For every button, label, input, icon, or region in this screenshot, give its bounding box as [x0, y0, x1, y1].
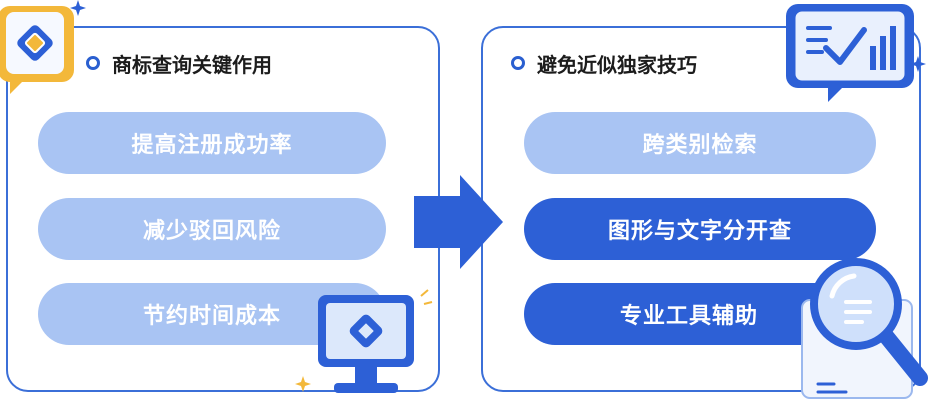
magnifier-document-icon [801, 258, 928, 399]
arrow-right-icon [414, 175, 503, 269]
chart-check-icon [786, 4, 926, 102]
right-item-separate-search: 图形与文字分开查 [524, 198, 876, 260]
left-item-success-rate: 提高注册成功率 [38, 112, 386, 174]
left-panel-title: 商标查询关键作用 [112, 52, 272, 77]
monitor-logo-icon [295, 289, 433, 393]
right-item-pro-tools: 专业工具辅助 [524, 283, 854, 345]
bullet-dot-icon [511, 56, 525, 70]
left-item-reduce-rejection: 减少驳回风险 [38, 198, 386, 260]
logo-badge-icon [0, 6, 74, 94]
right-panel-title: 避免近似独家技巧 [537, 52, 697, 77]
right-panel-header: 避免近似独家技巧 [511, 38, 697, 88]
left-panel-header: 商标查询关键作用 [86, 38, 272, 88]
right-item-cross-class: 跨类别检索 [524, 112, 876, 174]
bullet-dot-icon [86, 56, 100, 70]
sparkle-icon [70, 0, 86, 16]
